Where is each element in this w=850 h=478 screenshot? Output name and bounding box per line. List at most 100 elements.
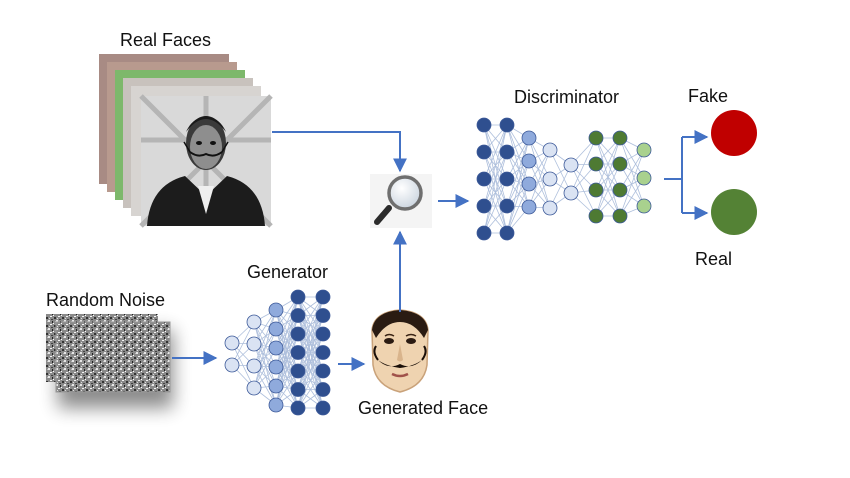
network-edge [619, 137, 645, 207]
noise-image [55, 321, 171, 393]
neuron-node [268, 302, 284, 318]
network-edge [297, 370, 324, 409]
neuron-node [290, 326, 306, 342]
neuron-node [476, 171, 492, 187]
network-edge [483, 124, 508, 234]
network-edge [253, 365, 277, 406]
network-edge [297, 352, 324, 409]
neuron-node [268, 321, 284, 337]
real-label: Real [695, 249, 733, 269]
arrow-discriminator-split [664, 137, 683, 213]
neuron-node [588, 156, 604, 172]
network-edge [297, 296, 324, 372]
neuron-node [290, 363, 306, 379]
network-edge [253, 309, 277, 367]
neuron-node [268, 359, 284, 375]
network-edge [506, 160, 530, 234]
neuron-node [588, 182, 604, 198]
network-edge [297, 296, 324, 335]
network-edge [483, 178, 508, 234]
neuron-node [521, 176, 537, 192]
neuron-node [612, 156, 628, 172]
generator-network [224, 289, 331, 416]
neuron-node [315, 326, 331, 342]
network-edge [253, 328, 277, 389]
neuron-node [542, 142, 558, 158]
neuron-node [315, 382, 331, 397]
flow-arrows [172, 130, 709, 371]
network-edge [506, 124, 530, 208]
neuron-node [476, 144, 492, 160]
neuron-node [499, 198, 515, 214]
neuron-node [612, 130, 628, 146]
network-edge [506, 137, 530, 234]
neuron-node [315, 400, 331, 416]
network-edge [528, 149, 551, 208]
neuron-node [612, 182, 628, 198]
network-edge [528, 160, 551, 209]
magnifier-icon [370, 174, 432, 228]
neuron-node [499, 117, 515, 133]
network-edge [619, 177, 645, 217]
neuron-node [290, 382, 306, 397]
neuron-node [542, 200, 558, 216]
network-edge [528, 137, 551, 209]
neuron-node [563, 185, 579, 201]
neuron-node [268, 397, 284, 413]
neuron-node [268, 340, 284, 356]
network-edge [275, 333, 299, 406]
network-edge [506, 160, 530, 207]
network-edge [570, 137, 597, 194]
network-edge [253, 321, 277, 387]
neuron-node [499, 225, 515, 241]
neuron-node [521, 153, 537, 169]
neuron-node [315, 363, 331, 379]
network-edge [506, 151, 530, 208]
neuron-node [290, 289, 306, 305]
neuron-node [246, 314, 262, 330]
network-edge [528, 137, 551, 180]
network-edge [275, 296, 299, 368]
network-edge [619, 163, 645, 207]
network-edge [253, 321, 277, 368]
neuron-node [499, 144, 515, 160]
neuron-node [315, 308, 331, 323]
neuron-node [636, 198, 652, 214]
discriminator-label: Discriminator [514, 87, 620, 107]
network-edge [275, 296, 299, 349]
real-faces-stack [99, 54, 273, 228]
neuron-node [315, 289, 331, 305]
neuron-node [521, 199, 537, 215]
fake-output-circle [711, 110, 757, 156]
network-edge [483, 124, 508, 180]
network-edge [253, 343, 277, 387]
neuron-node [521, 130, 537, 146]
neuron-node [224, 335, 240, 351]
neuron-node [268, 378, 284, 394]
network-edge [549, 164, 572, 209]
network-edge [231, 321, 255, 366]
random-noise-label: Random Noise [46, 290, 166, 310]
neuron-node [588, 208, 604, 224]
network-edge [570, 164, 597, 217]
neuron-node [290, 400, 306, 416]
neuron-node [224, 357, 240, 373]
arrow-real-to-magnifier [272, 131, 407, 173]
network-edge [506, 183, 530, 234]
dali-mask-icon [371, 309, 429, 393]
neuron-node [588, 130, 604, 146]
neuron-node [542, 171, 558, 187]
network-edge [619, 137, 645, 179]
portrait-photo-icon [139, 94, 273, 228]
network-edge [595, 137, 621, 191]
neuron-node [612, 208, 628, 224]
network-edge [506, 137, 530, 207]
network-edge [619, 149, 645, 191]
network-edge [297, 333, 324, 409]
neuron-node [563, 157, 579, 173]
network-edge [483, 124, 508, 207]
neuron-node [246, 336, 262, 352]
network-edge [253, 343, 277, 406]
network-edge [619, 149, 645, 217]
